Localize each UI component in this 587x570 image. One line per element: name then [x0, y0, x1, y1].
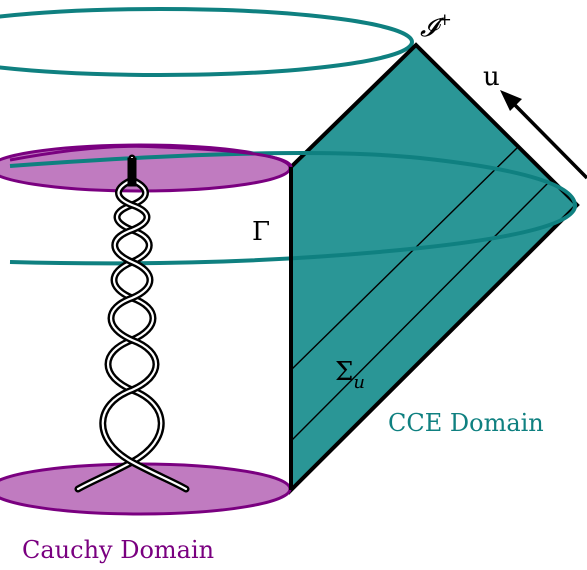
cauchy-domain-label: Cauchy Domain: [22, 536, 214, 564]
middle-teal-ring-front: [9, 151, 577, 266]
strand-b: [101, 178, 188, 491]
sigma-label: Σu: [335, 357, 365, 393]
upper-cauchy-disk-edge: [9, 144, 293, 168]
sigma-slice-1: [290, 147, 518, 371]
strand-a-outline: [74, 154, 165, 493]
merger-tail: [127, 157, 137, 187]
binary-inspiral: [74, 154, 190, 493]
sigma-slice-2: [290, 182, 549, 442]
u-arrow-head: [500, 90, 522, 111]
cce-domain-label: CCE Domain: [388, 409, 544, 437]
strand-a: [76, 156, 163, 491]
u-label: u: [483, 62, 500, 92]
scri-label: 𝓘+: [420, 10, 452, 43]
gamma-label: Γ: [252, 217, 270, 247]
u-arrow-shaft: [508, 98, 587, 180]
top-teal-ring: [0, 7, 414, 77]
